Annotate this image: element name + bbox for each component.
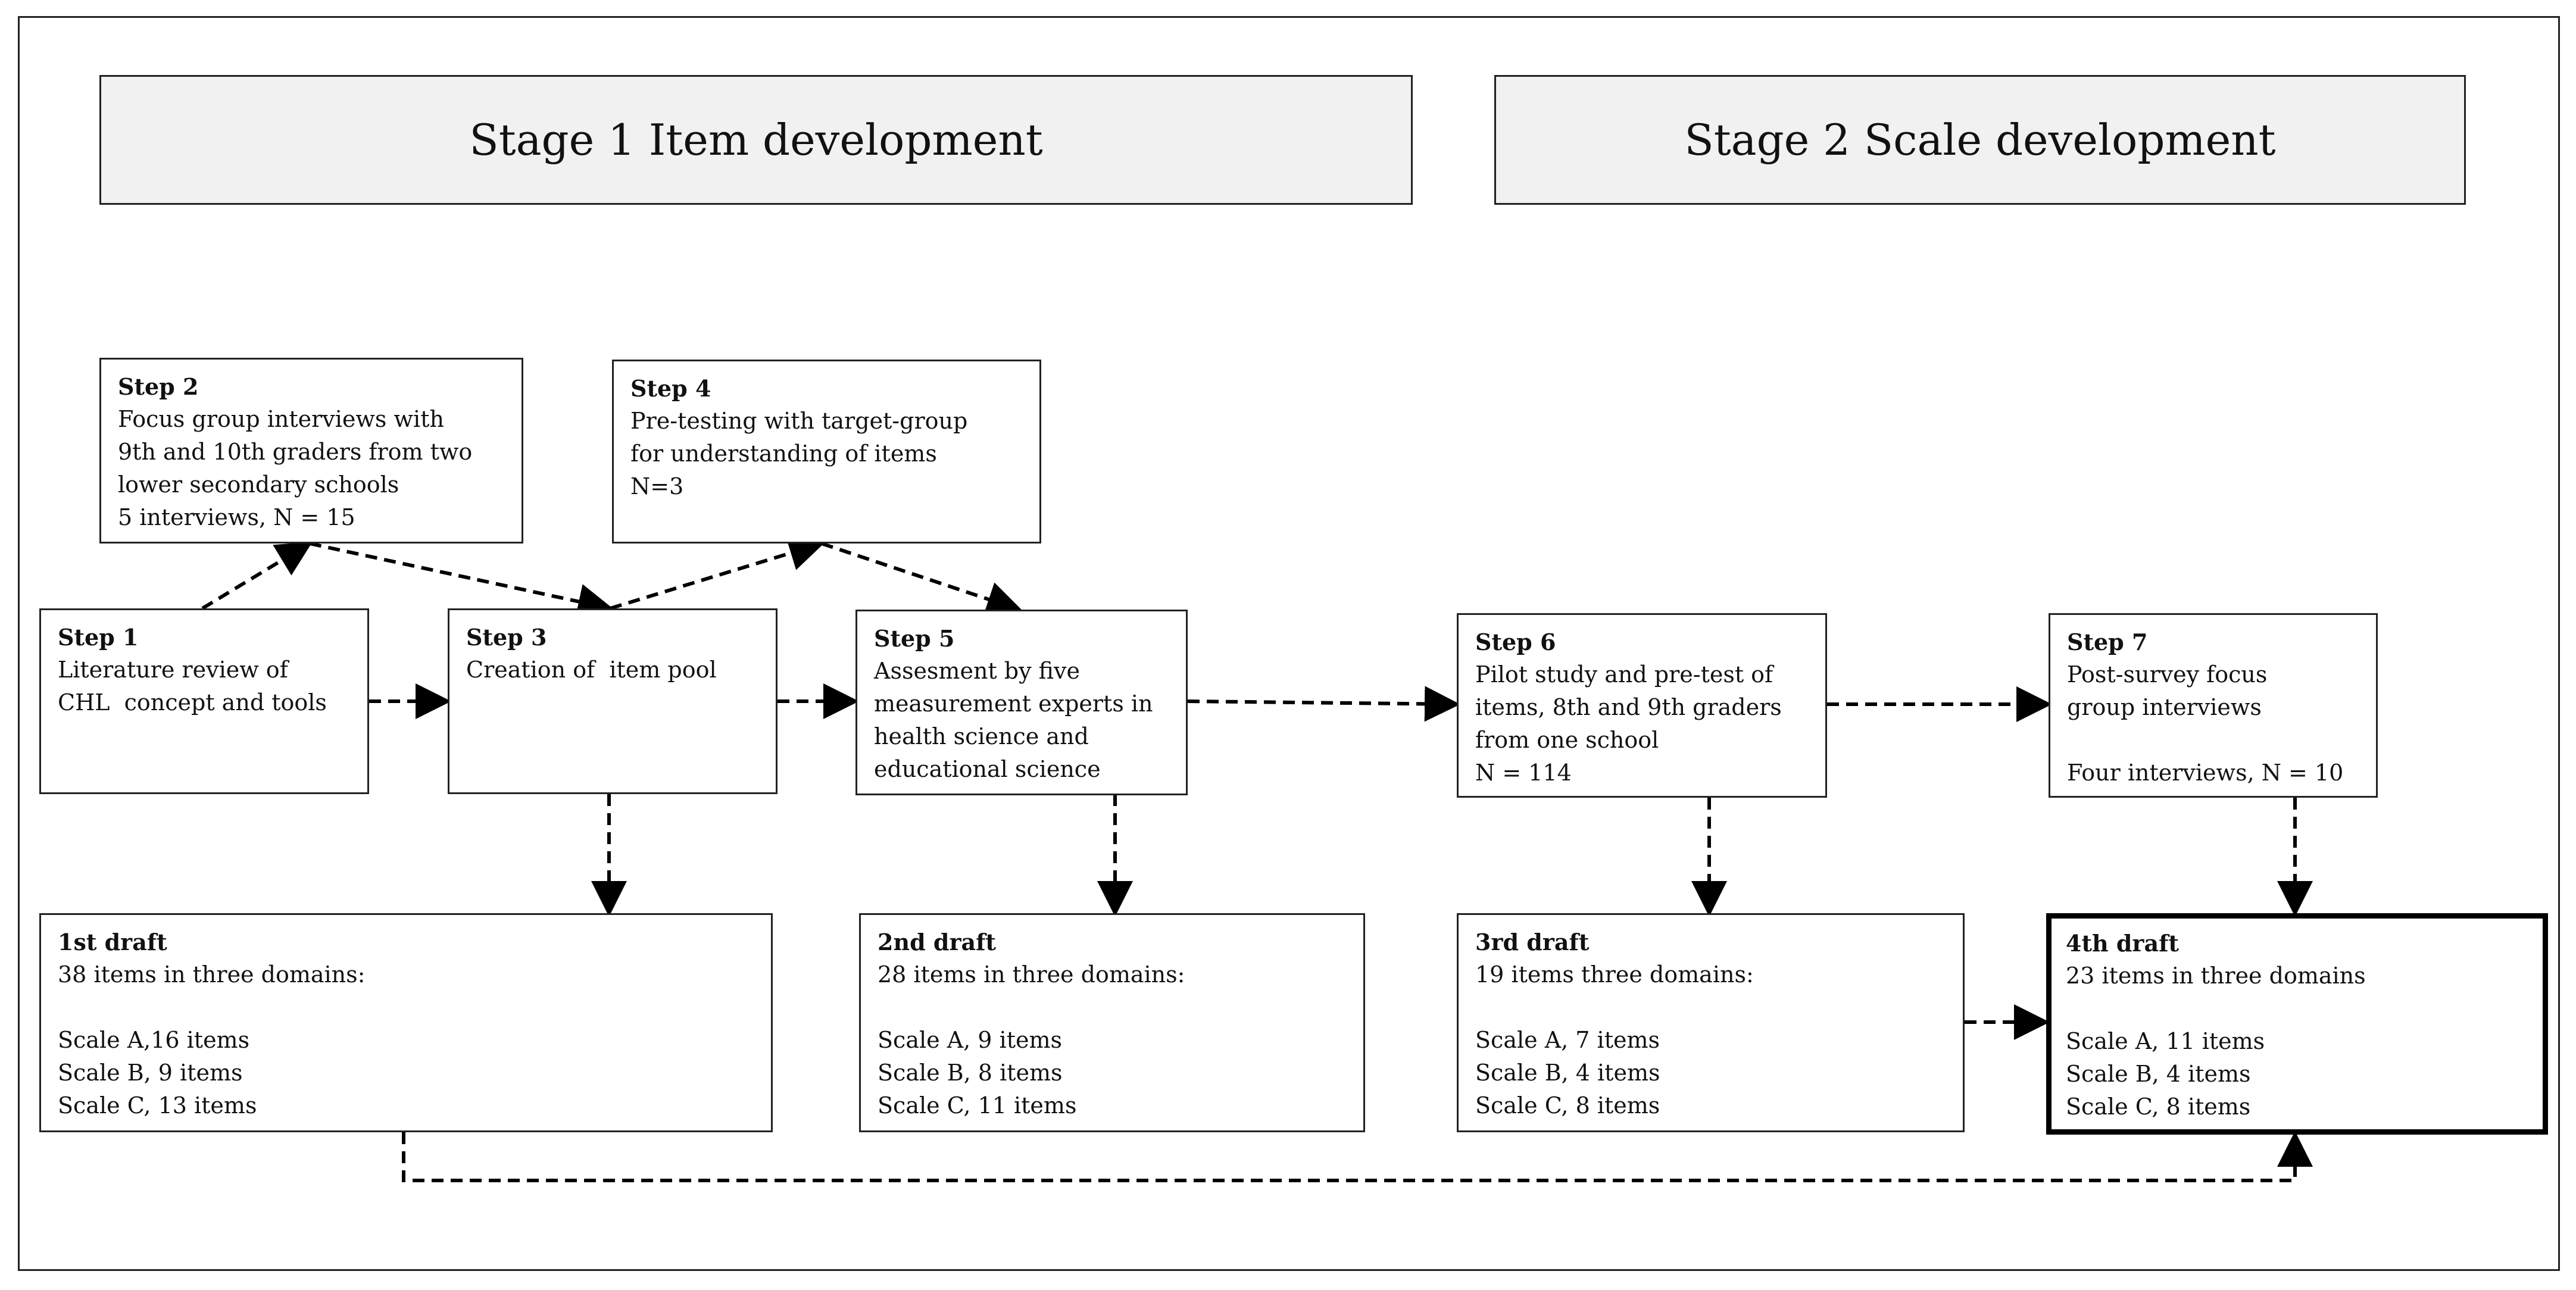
step-2-box: Step 2 Focus group interviews with 9th a… bbox=[99, 358, 523, 544]
step-5-box: Step 5 Assesment by five measurement exp… bbox=[855, 610, 1188, 795]
draft-2-line: Scale A, 9 items bbox=[878, 1027, 1062, 1053]
step-4-line: Pre-testing with target-group bbox=[630, 408, 968, 434]
draft-1-line: Scale C, 13 items bbox=[58, 1092, 257, 1119]
draft-3-line bbox=[1475, 991, 1946, 1024]
step-3-line: Creation of item pool bbox=[466, 657, 717, 683]
draft-3-line: Scale C, 8 items bbox=[1475, 1092, 1660, 1119]
draft-1-line: 38 items in three domains: bbox=[58, 961, 366, 988]
arrow-draft1-to-draft4 bbox=[402, 1131, 2313, 1182]
draft-2-line: 28 items in three domains: bbox=[878, 961, 1185, 988]
draft-3-title: 3rd draft bbox=[1475, 929, 1590, 955]
step-1-title: Step 1 bbox=[58, 624, 139, 651]
draft-3-box: 3rd draft 19 items three domains: Scale … bbox=[1457, 913, 1965, 1132]
step-1-box: Step 1 Literature review of CHL concept … bbox=[39, 608, 369, 794]
step-2-line: Focus group interviews with bbox=[118, 406, 444, 432]
step-2-line: lower secondary schools bbox=[118, 471, 399, 498]
step-4-title: Step 4 bbox=[630, 375, 711, 402]
arrow-step5-to-step6 bbox=[1187, 686, 1460, 722]
draft-4-line: Scale B, 4 items bbox=[2066, 1061, 2251, 1087]
step-3-title: Step 3 bbox=[466, 624, 547, 651]
step-4-line: N=3 bbox=[630, 473, 684, 499]
stage-1-header: Stage 1 Item development bbox=[99, 75, 1413, 205]
step-2-title: Step 2 bbox=[118, 373, 199, 400]
draft-1-line bbox=[58, 991, 754, 1024]
draft-2-line: Scale B, 8 items bbox=[878, 1060, 1063, 1086]
step-5-title: Step 5 bbox=[874, 625, 955, 652]
diagram-frame bbox=[18, 16, 2560, 1271]
step-4-line: for understanding of items bbox=[630, 441, 937, 467]
draft-4-line: 23 items in three domains bbox=[2066, 963, 2366, 989]
step-2-line: 9th and 10th graders from two bbox=[118, 439, 473, 465]
draft-4-box: 4th draft 23 items in three domains Scal… bbox=[2046, 913, 2548, 1135]
step-5-line: health science and bbox=[874, 723, 1089, 749]
arrow-step1-to-step2 bbox=[201, 541, 313, 610]
step-6-box: Step 6 Pilot study and pre-test of items… bbox=[1457, 613, 1827, 798]
step-5-line: measurement experts in bbox=[874, 691, 1153, 717]
step-7-box: Step 7 Post-survey focus group interview… bbox=[2049, 613, 2378, 798]
draft-1-box: 1st draft 38 items in three domains: Sca… bbox=[39, 913, 773, 1132]
draft-4-line: Scale A, 11 items bbox=[2066, 1028, 2265, 1054]
arrow-step4-to-step5 bbox=[821, 542, 1023, 617]
step-7-line: Post-survey focus bbox=[2067, 661, 2268, 688]
draft-2-title: 2nd draft bbox=[878, 929, 996, 955]
draft-2-line bbox=[878, 991, 1347, 1024]
stage-2-header: Stage 2 Scale development bbox=[1494, 75, 2466, 205]
step-1-line: Literature review of bbox=[58, 657, 288, 683]
arrow-step2-to-step3 bbox=[309, 542, 614, 619]
step-5-line: Assesment by five bbox=[874, 658, 1080, 684]
step-7-line: Four interviews, N = 10 bbox=[2067, 760, 2344, 786]
draft-1-line: Scale A,16 items bbox=[58, 1027, 250, 1053]
step-6-line: items, 8th and 9th graders bbox=[1475, 694, 1782, 720]
arrow-step3-to-step4 bbox=[610, 536, 825, 610]
step-6-line: Pilot study and pre-test of bbox=[1475, 661, 1773, 688]
step-4-box: Step 4 Pre-testing with target-group for… bbox=[612, 360, 1041, 544]
step-6-line: from one school bbox=[1475, 727, 1659, 753]
step-5-line: educational science bbox=[874, 756, 1101, 782]
draft-4-line: Scale C, 8 items bbox=[2066, 1094, 2251, 1120]
draft-2-line: Scale C, 11 items bbox=[878, 1092, 1077, 1119]
step-2-line: 5 interviews, N = 15 bbox=[118, 504, 355, 530]
step-6-line: N = 114 bbox=[1475, 760, 1572, 786]
draft-1-title: 1st draft bbox=[58, 929, 167, 955]
draft-4-line bbox=[2066, 992, 2528, 1025]
step-1-line: CHL concept and tools bbox=[58, 689, 327, 716]
draft-3-line: 19 items three domains: bbox=[1475, 961, 1754, 988]
draft-3-line: Scale A, 7 items bbox=[1475, 1027, 1660, 1053]
step-6-title: Step 6 bbox=[1475, 629, 1556, 655]
step-3-box: Step 3 Creation of item pool bbox=[448, 608, 778, 794]
draft-3-line: Scale B, 4 items bbox=[1475, 1060, 1660, 1086]
step-7-title: Step 7 bbox=[2067, 629, 2148, 655]
step-7-line: group interviews bbox=[2067, 694, 2262, 720]
draft-1-line: Scale B, 9 items bbox=[58, 1060, 243, 1086]
draft-2-box: 2nd draft 28 items in three domains: Sca… bbox=[859, 913, 1365, 1132]
step-7-line bbox=[2067, 724, 2359, 757]
draft-4-title: 4th draft bbox=[2066, 930, 2179, 957]
